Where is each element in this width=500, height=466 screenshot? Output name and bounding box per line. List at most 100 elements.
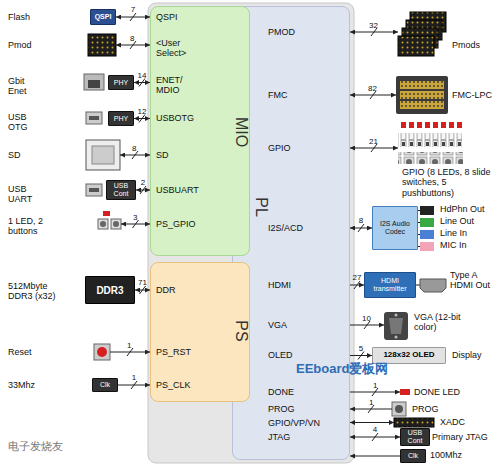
bus-slash [354, 281, 360, 289]
bus-width: 12 [138, 108, 147, 116]
bus-slash [358, 352, 364, 360]
bus-width: 8 [132, 144, 136, 153]
signal-name: I2S/ACD [268, 223, 303, 233]
device-label: FMC-LPC [452, 90, 492, 100]
chip-label: QSPI [95, 13, 112, 21]
done-led [400, 389, 410, 395]
bus-slash [139, 79, 145, 87]
signal-name: ENET/ MDIO [156, 75, 190, 96]
bus-slash [372, 433, 378, 441]
device-label: Pmods [452, 40, 480, 50]
signal-name: DONE [268, 387, 294, 397]
flash-chip: QSPI [90, 9, 116, 25]
signal-name: USBUART [156, 185, 199, 195]
phy-chip: PHY [108, 111, 134, 126]
chip-label: HDMI transmitter [365, 277, 415, 292]
device-label: Type A HDMI Out [450, 270, 496, 291]
device-label: VGA (12-bit color) [414, 312, 470, 333]
bus-width: 1 [369, 398, 373, 407]
region-title: PS [232, 320, 250, 341]
bus-slash [358, 224, 364, 232]
device-label: Flash [8, 12, 30, 22]
bus-width: 1 [373, 381, 377, 390]
bus-slash [131, 381, 137, 389]
signal-name: PS_GPIO [156, 219, 196, 229]
device-label: DONE LED [414, 387, 460, 397]
device-label: PROG [412, 404, 439, 414]
signal-name: USBOTG [156, 113, 194, 123]
pmod-connector [88, 34, 116, 56]
watermark: EEboard爱板网 [296, 362, 388, 377]
signal-name: <User Select> [156, 38, 190, 59]
bus-slash [130, 13, 136, 21]
bus-width: 27 [353, 274, 362, 282]
signal-name: PMOD [268, 27, 295, 37]
bus-width: 8 [130, 34, 134, 43]
bus-slash [139, 115, 145, 123]
clock-chip: Clk [92, 378, 118, 392]
pmod-stack [398, 12, 446, 56]
bus-slash [140, 186, 146, 194]
bus-width: 32 [369, 21, 378, 30]
signal-name: FMC [268, 90, 288, 100]
device-label: XADC [440, 417, 465, 427]
prog-button [392, 402, 406, 416]
bus-width: 10 [362, 314, 371, 323]
device-label: Line In [440, 228, 467, 238]
audio-codec: I2S Audio Codec [372, 206, 418, 250]
region-title: MIO [232, 117, 250, 147]
region-title: PL [252, 197, 270, 217]
hdmi-transmitter: HDMI transmitter [364, 272, 416, 298]
usb-jack [86, 112, 102, 124]
usb-jack [86, 184, 102, 196]
device-label: Reset [8, 347, 32, 357]
bus-width: 71 [138, 279, 147, 287]
chip-label: 128x32 OLED [383, 351, 434, 360]
chip-label: PHY [114, 115, 128, 123]
clock-chip: Clk [400, 449, 426, 463]
vga-connector [384, 312, 408, 340]
bus-slash [140, 286, 146, 294]
signal-name: DDR [156, 285, 176, 295]
chip-label: USB Cont [107, 182, 135, 197]
device-label: USB OTG [8, 112, 40, 133]
signal-name: PROG [268, 404, 295, 414]
ddr3-chip: DDR3 [85, 276, 135, 304]
signal-name: GPIO [268, 143, 291, 153]
chip-label: I2S Audio Codec [373, 220, 417, 235]
led-and-buttons [98, 211, 121, 229]
bus-width: 8 [359, 217, 363, 225]
device-label: Display [452, 350, 482, 360]
sd-slot [86, 140, 120, 170]
device-label: Pmod [8, 40, 32, 50]
fmc-connector [396, 76, 448, 114]
signal-name: JTAG [268, 432, 290, 442]
xadc-header [394, 418, 434, 427]
signal-name: VGA [268, 320, 287, 330]
chip-label: Clk [408, 452, 418, 460]
watermark: 电子发烧友 [8, 440, 63, 453]
device-label: MIC In [440, 240, 467, 250]
usb-controller: USB Cont [400, 428, 430, 446]
bus-width: 1 [127, 341, 131, 350]
bus-width: 82 [368, 84, 377, 93]
bus-width: 14 [138, 72, 147, 80]
fpga-ground [148, 3, 354, 463]
device-label: 100Mhz [430, 450, 462, 460]
device-label: 512Mbyte DDR3 (x32) [8, 281, 70, 302]
bus-connector [350, 456, 400, 457]
signal-name: PS_RST [156, 347, 191, 357]
ethernet-jack [84, 74, 104, 90]
bus-width: 2 [141, 179, 145, 187]
bus-width: 1 [132, 374, 136, 382]
chip-label: DDR3 [96, 285, 123, 296]
bus-width: 21 [369, 137, 378, 146]
device-label: SD [8, 150, 21, 160]
chip-label: Clk [100, 381, 110, 389]
signal-name: GPIO/VP/VN [268, 418, 320, 428]
reset-button [94, 344, 110, 360]
device-label: Gbit Enet [8, 76, 40, 97]
usb-controller: USB Cont [106, 180, 136, 200]
signal-name: PS_CLK [156, 380, 191, 390]
signal-name: QSPI [156, 12, 178, 22]
